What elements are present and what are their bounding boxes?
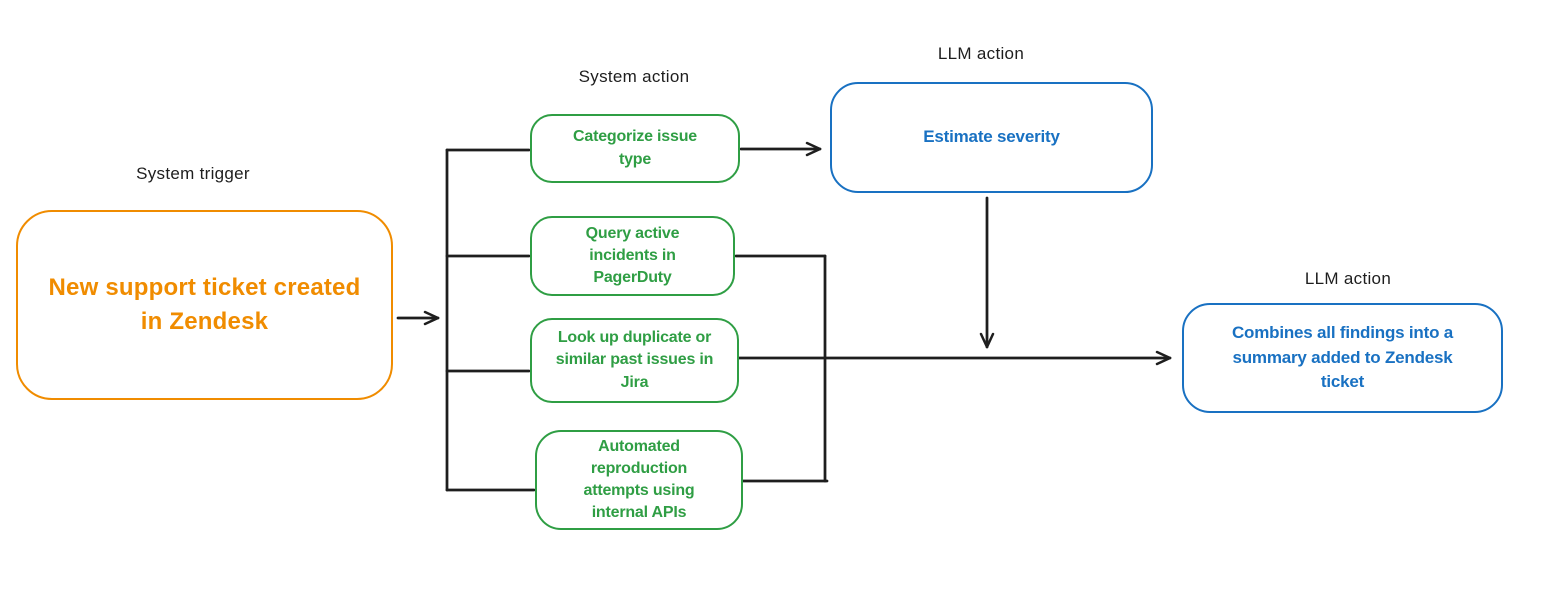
llm-action-label-top: LLM action [937,44,1025,63]
node-lookup-duplicate-issues: Look up duplicate or similar past issues… [530,318,739,403]
system-action-label: System action [578,67,690,86]
node-new-support-ticket: New support ticket created in Zendesk [16,210,393,400]
node-combines-findings-summary: Combines all findings into a summary add… [1182,303,1503,413]
node-query-active-incidents: Query active incidents in PagerDuty [530,216,735,296]
node-automated-reproduction: Automated reproduction attempts using in… [535,430,743,530]
node-estimate-severity: Estimate severity [830,82,1153,193]
node-categorize-issue-type: Categorize issue type [530,114,740,183]
llm-action-label-right: LLM action [1304,269,1392,288]
system-trigger-label: System trigger [136,164,250,183]
